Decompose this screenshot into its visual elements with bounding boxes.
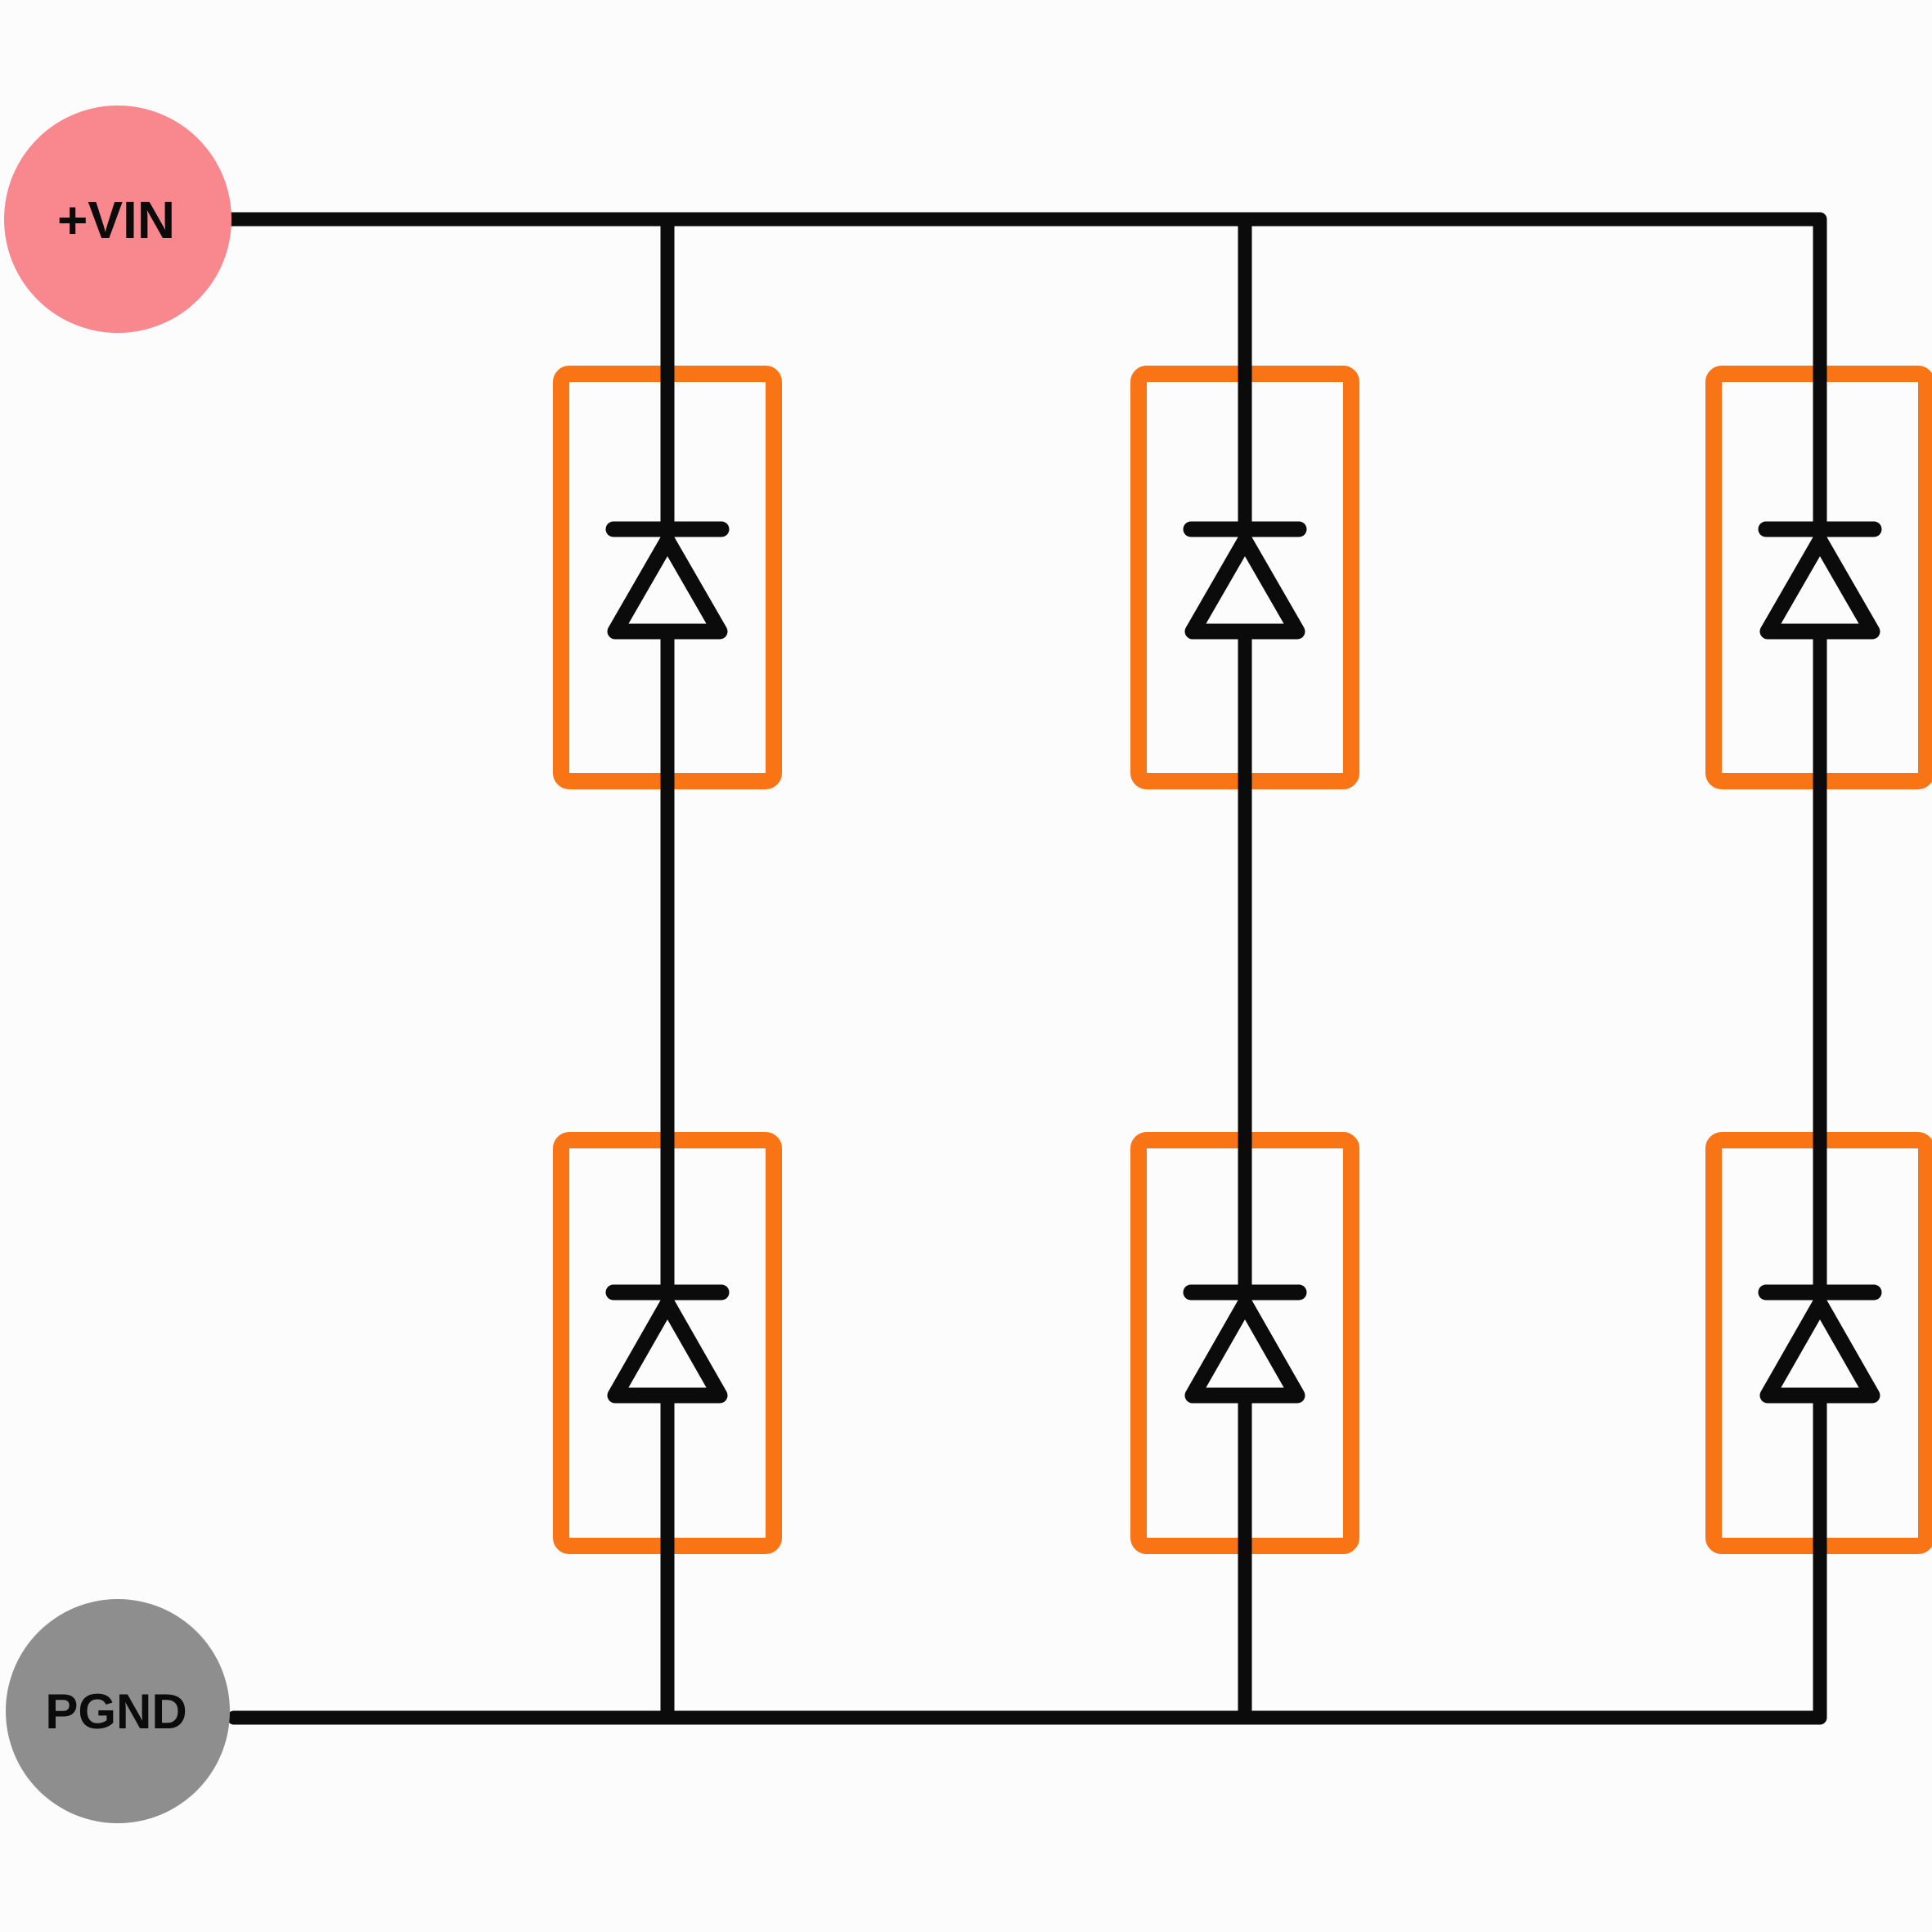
diode-icon xyxy=(1758,1284,1882,1404)
diode-anode-triangle xyxy=(607,1296,728,1404)
diode-icon xyxy=(1183,521,1307,640)
vin-label: +VIN xyxy=(57,191,175,249)
diode-icon xyxy=(1183,1284,1307,1404)
diode-anode-triangle xyxy=(1184,1296,1305,1404)
diode-anode-triangle xyxy=(1759,1296,1880,1404)
diode-icon xyxy=(605,1284,730,1404)
diode-icon xyxy=(605,521,730,640)
diode-anode-triangle xyxy=(607,532,728,640)
diode-anode-triangle xyxy=(1759,532,1880,640)
diode-icon xyxy=(1758,521,1882,640)
diode-anode-triangle xyxy=(1184,532,1305,640)
outer-loop-wire xyxy=(223,212,1827,1725)
vin-terminal xyxy=(4,106,231,333)
pgnd-terminal xyxy=(6,1599,230,1823)
pgnd-label: PGND xyxy=(45,1684,186,1739)
